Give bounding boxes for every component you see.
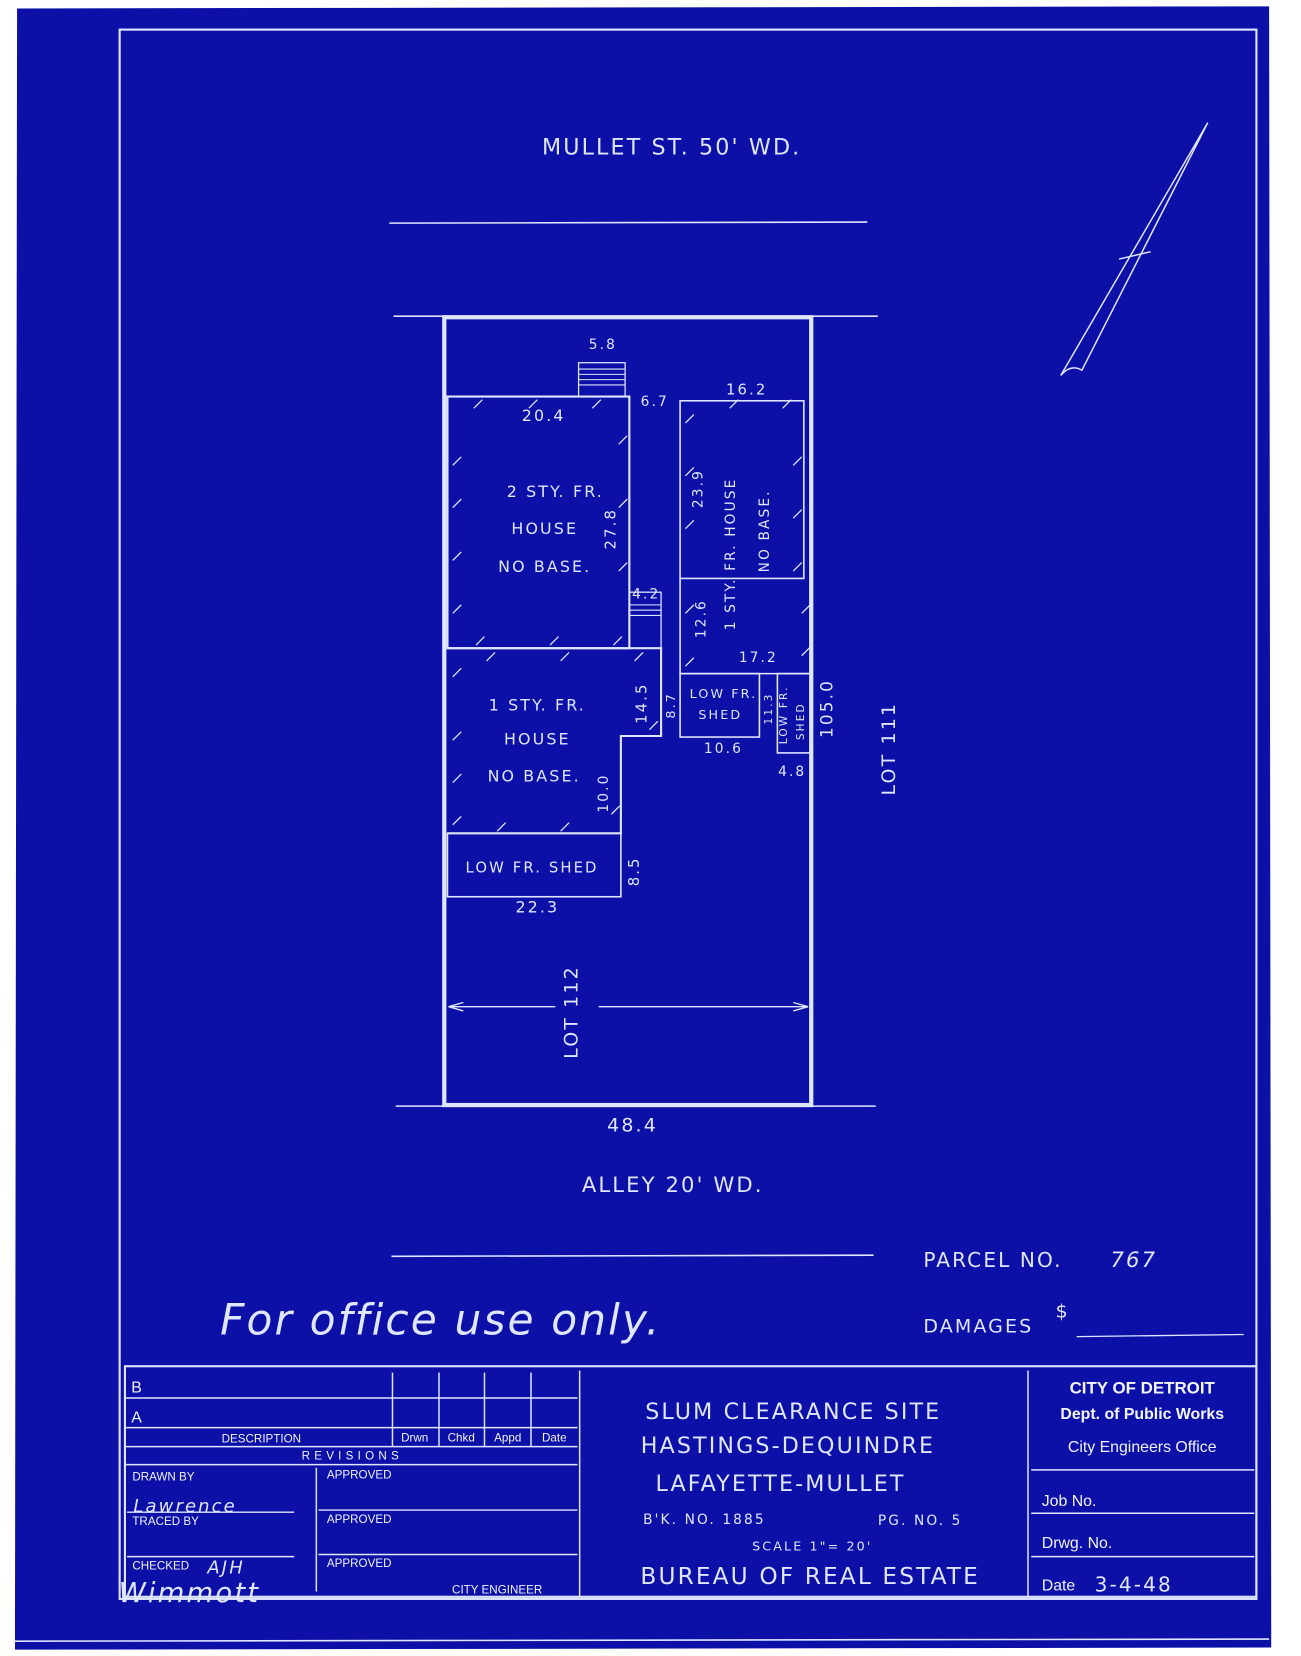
lot-112-label: LOT 112 bbox=[561, 965, 583, 1059]
shed-small-label: SHED bbox=[795, 702, 807, 740]
approved-label: APPROVED bbox=[327, 1513, 392, 1526]
shed-rear-width: 22.3 bbox=[515, 898, 559, 917]
low-shed-small bbox=[776, 672, 813, 754]
street-bottom-label: ALLEY 20' WD. bbox=[582, 1172, 764, 1197]
org-city: CITY OF DETROIT bbox=[1070, 1379, 1216, 1398]
shed-rear-label: LOW FR. SHED bbox=[466, 859, 599, 876]
building-4-depth: 23.9 bbox=[690, 469, 706, 508]
scale: SCALE 1"= 20' bbox=[752, 1538, 872, 1553]
lot-depth: 105.0 bbox=[816, 679, 836, 738]
project-line-2: HASTINGS-DEQUINDRE bbox=[641, 1433, 935, 1459]
porch-side-dim: 4.2 bbox=[632, 587, 660, 603]
job-no-label: Job No. bbox=[1042, 1493, 1097, 1510]
drawn-by-name: Lawrence bbox=[133, 1496, 236, 1517]
revision-col-chkd: Chkd bbox=[448, 1431, 475, 1444]
building-5-depth: 12.6 bbox=[693, 599, 709, 638]
org-dept: Dept. of Public Works bbox=[1060, 1406, 1224, 1423]
shed-depth: 8.7 bbox=[663, 692, 678, 719]
shed-label: SHED bbox=[698, 707, 742, 722]
handwritten-note: For office use only. bbox=[220, 1296, 661, 1345]
bottom-border bbox=[14, 1638, 1270, 1642]
shed-small-depth: 11.3 bbox=[763, 693, 775, 725]
building-2-depth: 14.5 bbox=[633, 683, 650, 724]
building-2-label: 1 STY. FR. bbox=[489, 696, 586, 715]
parcel-number: 767 bbox=[1111, 1247, 1158, 1272]
lot-width: 48.4 bbox=[607, 1114, 658, 1136]
title-block bbox=[123, 1365, 1258, 1598]
low-shed-left bbox=[679, 672, 761, 738]
building-1-depth: 27.8 bbox=[603, 508, 620, 549]
side-yard-dim: 6.7 bbox=[641, 394, 669, 410]
street-top-label: MULLET ST. 50' WD. bbox=[542, 134, 801, 160]
project-line-3: LAFAYETTE-MULLET bbox=[656, 1471, 906, 1497]
building-1-label: NO BASE. bbox=[498, 557, 591, 576]
building-5-width: 17.2 bbox=[739, 650, 778, 666]
front-porch-steps bbox=[578, 368, 626, 386]
alley-line bbox=[391, 1254, 874, 1258]
low-shed-rear bbox=[446, 832, 622, 898]
porch-front-dim: 5.8 bbox=[589, 337, 617, 353]
revision-description-header: DESCRIPTION bbox=[222, 1432, 301, 1445]
inner-border bbox=[118, 28, 1258, 1600]
bureau-name: BUREAU OF REAL ESTATE bbox=[640, 1563, 980, 1590]
building-1-label: 2 STY. FR. bbox=[507, 482, 604, 501]
north-arrow-icon bbox=[1060, 122, 1209, 376]
drwg-no-label: Drwg. No. bbox=[1042, 1535, 1113, 1552]
approved-label: APPROVED bbox=[327, 1557, 392, 1570]
building-2-notch: 10.0 bbox=[596, 774, 612, 813]
shed-width: 10.6 bbox=[704, 741, 743, 757]
revision-row-a: A bbox=[131, 1409, 142, 1426]
damages-currency: $ bbox=[1056, 1301, 1070, 1323]
revision-row-b: B bbox=[131, 1380, 142, 1397]
approved-label: APPROVED bbox=[327, 1468, 392, 1481]
building-2-label: HOUSE bbox=[504, 729, 571, 748]
page-number: PG. NO. 5 bbox=[878, 1513, 963, 1529]
checked-signature: Wimmott bbox=[119, 1577, 261, 1609]
drawn-by-label: DRAWN BY bbox=[132, 1470, 194, 1483]
revisions-title: REVISIONS bbox=[302, 1449, 403, 1462]
revision-col-appd: Appd bbox=[494, 1431, 521, 1444]
org-office: City Engineers Office bbox=[1068, 1439, 1217, 1456]
checked-label: CHECKED bbox=[132, 1559, 189, 1572]
project-line-1: SLUM CLEARANCE SITE bbox=[645, 1399, 941, 1425]
checked-initials: AJH bbox=[206, 1558, 244, 1579]
revision-col-drwn: Drwn bbox=[401, 1431, 428, 1444]
damages-label: DAMAGES bbox=[923, 1315, 1033, 1337]
paper-background bbox=[14, 6, 1272, 1650]
shed-rear-depth: 8.5 bbox=[626, 856, 643, 886]
shed-label: LOW FR. bbox=[690, 686, 758, 701]
revision-col-date: Date bbox=[542, 1431, 567, 1444]
damages-field bbox=[1076, 1333, 1244, 1338]
city-engineer-label: CITY ENGINEER bbox=[452, 1584, 542, 1597]
building-1-width: 20.4 bbox=[522, 406, 566, 425]
building-4-width: 16.2 bbox=[726, 381, 767, 398]
building-4-label: 1 STY. FR. HOUSE bbox=[723, 478, 739, 631]
shed-small-width: 4.8 bbox=[778, 764, 806, 780]
shed-small-label: LOW FR. bbox=[778, 685, 790, 744]
lot-width-arrow bbox=[448, 1001, 809, 1012]
building-right-house bbox=[679, 399, 805, 580]
date-value: 3-4-48 bbox=[1095, 1572, 1173, 1596]
date-label: Date bbox=[1042, 1577, 1076, 1594]
building-2-label: NO BASE. bbox=[488, 766, 581, 785]
book-number: B'K. NO. 1885 bbox=[643, 1512, 766, 1528]
traced-by-label: TRACED BY bbox=[132, 1515, 199, 1528]
lot-111-label: LOT 111 bbox=[878, 702, 900, 796]
building-1-label: HOUSE bbox=[511, 519, 578, 538]
hatching bbox=[452, 399, 811, 832]
parcel-label: PARCEL NO. bbox=[923, 1248, 1062, 1272]
building-4-label2: NO BASE. bbox=[757, 489, 773, 572]
street-line bbox=[389, 221, 868, 224]
side-porch-steps bbox=[629, 604, 662, 616]
